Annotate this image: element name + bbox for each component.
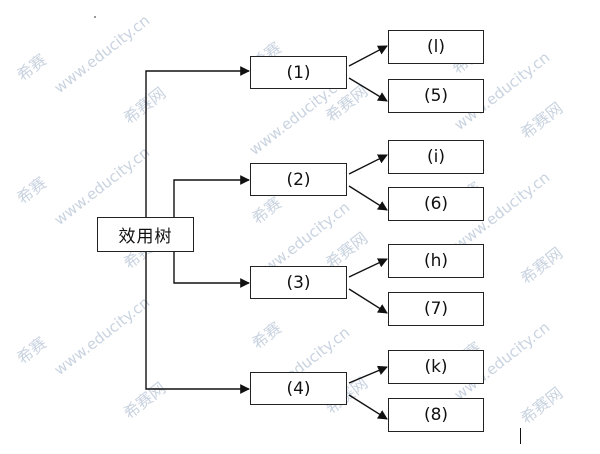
quality-attribute-node-4: (4): [250, 372, 347, 405]
scenario-node-7: (7): [388, 292, 484, 326]
connector-root-to-3: [173, 252, 250, 288]
root-label: 效用树: [118, 227, 173, 247]
node-label: (7): [423, 299, 449, 319]
node-label: (4): [286, 378, 311, 399]
quality-attribute-node-3: (3): [250, 266, 347, 299]
connector-1-to-5: [348, 77, 388, 102]
scenario-node-8: (8): [388, 398, 484, 432]
refinement-node-l: (l): [388, 30, 484, 64]
connector-3-to-h: [348, 258, 388, 278]
refinement-node-i: (i): [388, 140, 484, 174]
quality-attribute-node-2: (2): [250, 163, 347, 196]
connector-1-to-l: [348, 45, 388, 67]
connector-root-to-2: [173, 175, 250, 217]
root-node-utility-tree: 效用树: [97, 217, 194, 252]
text-cursor: [520, 428, 521, 444]
node-label: (6): [423, 194, 449, 214]
node-label: (l): [427, 37, 445, 57]
node-label: (i): [427, 147, 445, 167]
refinement-node-k: (k): [388, 350, 484, 384]
connector-root-to-4: [145, 252, 250, 394]
node-label: (k): [424, 357, 448, 377]
stray-dot: [94, 16, 96, 18]
connector-3-to-7: [348, 288, 388, 314]
node-label: (2): [286, 169, 311, 190]
connector-4-to-8: [348, 394, 388, 420]
node-label: (8): [423, 405, 449, 425]
connector-4-to-k: [348, 365, 388, 384]
node-label: (h): [423, 251, 449, 271]
node-label: (1): [286, 62, 311, 83]
node-label: (5): [423, 86, 449, 106]
refinement-node-h: (h): [388, 244, 484, 278]
connector-root-to-1: [145, 66, 250, 217]
scenario-node-6: (6): [388, 187, 484, 221]
node-label: (3): [286, 272, 311, 293]
connector-2-to-6: [348, 185, 388, 211]
scenario-node-5: (5): [388, 79, 484, 113]
connector-2-to-i: [348, 154, 388, 175]
quality-attribute-node-1: (1): [250, 56, 347, 89]
